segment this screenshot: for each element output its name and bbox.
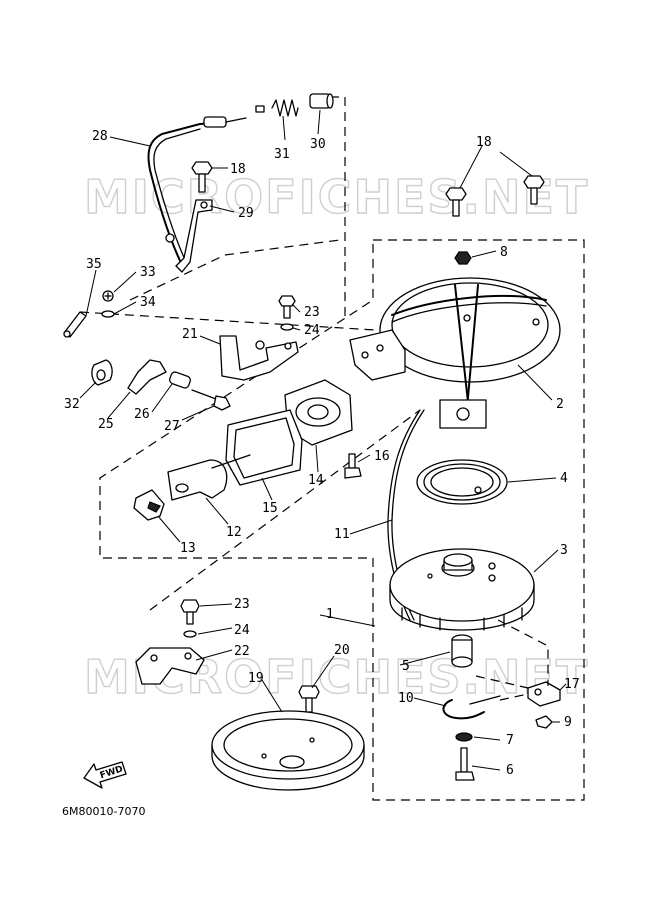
callout-numbers: 28 31 30 18 18 29 8 35 33 34 23 24 21 2 … (64, 129, 580, 778)
leader-lines (79, 109, 567, 771)
bolt-18-right (523, 175, 545, 205)
callout-14: 14 (308, 473, 324, 488)
fwd-arrow-icon: FWD (83, 761, 127, 789)
callout-8: 8 (500, 245, 508, 260)
callout-15: 15 (262, 501, 278, 516)
plate-19 (211, 710, 365, 791)
nut-8 (454, 251, 472, 265)
callout-21: 21 (182, 327, 198, 342)
callout-19: 19 (248, 671, 264, 686)
screw-33 (102, 290, 114, 302)
bolt-18-center (445, 187, 467, 217)
bolt-23-upper (278, 295, 296, 319)
clip-10 (442, 695, 501, 720)
callout-13: 13 (180, 541, 196, 556)
callout-20: 20 (334, 643, 350, 658)
callout-31: 31 (274, 147, 290, 162)
callout-35: 35 (86, 257, 102, 272)
watermark-top: MICROFICHES.NET (84, 170, 589, 224)
callout-26: 26 (134, 407, 150, 422)
link-35 (63, 311, 87, 338)
pulley-3 (389, 548, 535, 631)
plunger-30 (309, 93, 334, 109)
callout-7: 7 (506, 733, 514, 748)
callout-25: 25 (98, 417, 114, 432)
callout-33: 33 (140, 265, 156, 280)
washer-24-lower (183, 630, 197, 638)
diagram-code: 6M80010-7070 (62, 805, 145, 818)
callout-2: 2 (556, 397, 564, 412)
callout-6: 6 (506, 763, 514, 778)
callout-18-right: 18 (476, 135, 492, 150)
bolt-23-lower (180, 599, 200, 625)
callout-17: 17 (564, 677, 580, 692)
handle-12 (167, 454, 251, 501)
spiral-spring-4 (416, 459, 508, 505)
spring-31 (255, 99, 299, 117)
callout-27: 27 (164, 419, 180, 434)
callout-34: 34 (140, 295, 156, 310)
bolt-20 (298, 685, 320, 713)
bolt-6 (455, 747, 475, 781)
washer-7 (455, 732, 473, 742)
reference-line-2 (149, 409, 421, 611)
bushing-32 (91, 359, 113, 386)
callout-22: 22 (234, 644, 250, 659)
callout-11: 11 (334, 527, 350, 542)
callout-30: 30 (310, 137, 326, 152)
cap-13 (133, 489, 165, 521)
callout-28: 28 (92, 129, 108, 144)
cable-28 (147, 116, 247, 266)
reference-line-1 (79, 239, 376, 331)
callout-23-upper: 23 (304, 305, 320, 320)
bracket-29 (175, 199, 213, 273)
callout-1: 1 (326, 607, 334, 622)
callout-4: 4 (560, 471, 568, 486)
assembly-boundary-upper (99, 239, 585, 801)
bolt-18-left (191, 161, 213, 193)
bolt-16 (344, 453, 362, 479)
bolt-27 (191, 389, 231, 411)
bracket-21 (219, 335, 299, 381)
pawl-17 (527, 681, 561, 707)
lever-25 (127, 359, 167, 395)
callout-18-left: 18 (230, 162, 246, 177)
clip-9 (535, 715, 553, 729)
callout-29: 29 (238, 206, 254, 221)
callout-9: 9 (564, 715, 572, 730)
callout-24-upper: 24 (304, 323, 320, 338)
washer-24-upper (280, 323, 294, 331)
collar-26 (169, 371, 191, 389)
callout-32: 32 (64, 397, 80, 412)
callout-3: 3 (560, 543, 568, 558)
callout-12: 12 (226, 525, 242, 540)
washer-34 (101, 310, 115, 318)
starter-case-2 (349, 277, 561, 429)
bracket-22 (135, 647, 205, 685)
callout-23-lower: 23 (234, 597, 250, 612)
callout-24-lower: 24 (234, 623, 250, 638)
callout-10: 10 (398, 691, 414, 706)
callout-16: 16 (374, 449, 390, 464)
collar-5 (451, 634, 473, 668)
grommet-15 (225, 409, 303, 486)
callout-5: 5 (402, 659, 410, 674)
reference-line-3 (330, 96, 346, 320)
